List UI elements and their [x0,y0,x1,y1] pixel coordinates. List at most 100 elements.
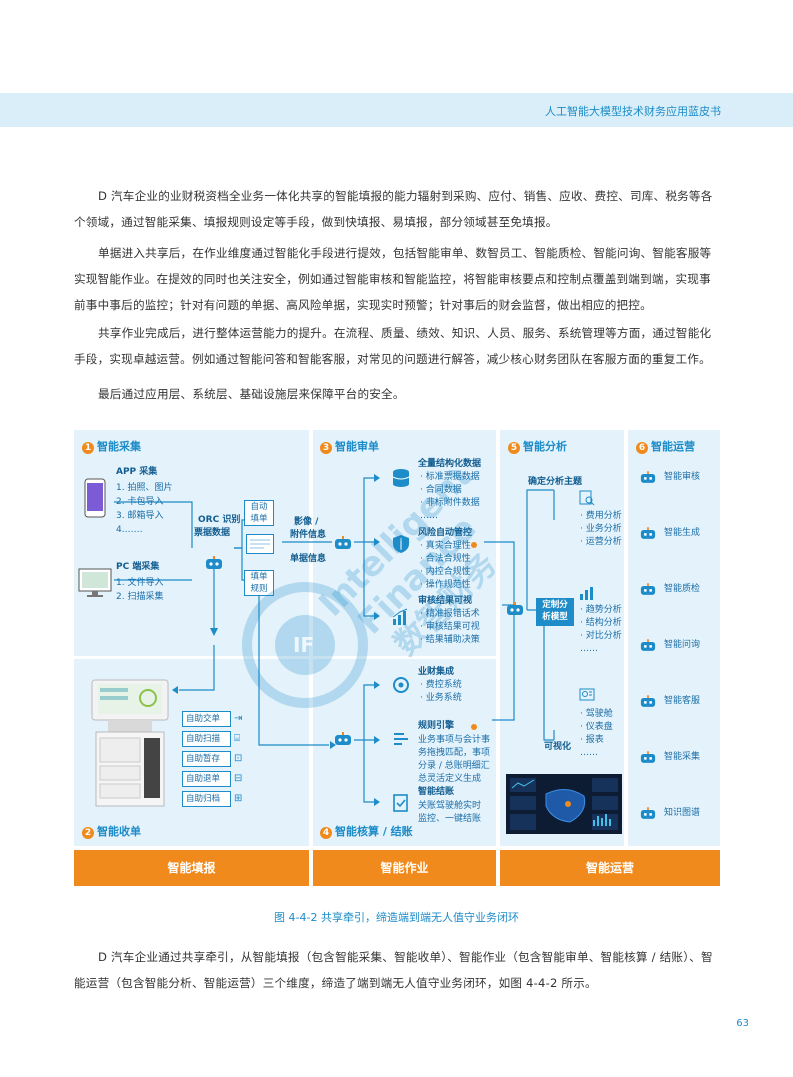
section-number: 4 [320,827,332,839]
closing-line-1: 关账驾驶舱实时 [418,801,482,811]
risk-item-3: · 内控合规性 [420,567,471,577]
integration-icon [393,677,409,693]
ops-label: 智能审核 [664,472,701,482]
closing-title: 智能结账 [418,787,455,797]
biz-item-1: · 费控系统 [420,680,462,690]
risk-item-2: · 合法合规性 [420,554,471,564]
monitor-icon [78,568,112,597]
fill-rule-box: 填单规则 [244,570,274,596]
section-title: 智能运营 [651,440,695,453]
app-title: APP 采集 [116,467,158,477]
image-info-1: 影像 / [294,517,319,527]
doc-info: 单据信息 [290,554,327,564]
ops-label: 智能客服 [664,696,701,706]
kiosk-button-1: 自助交单 [182,711,231,727]
risk-title: 风险自动管控 [418,528,473,538]
header-title: 人工智能大模型技术财务应用蓝皮书 [545,105,721,118]
bar-smart-work: 智能作业 [313,850,496,886]
dashboard-icon [579,688,595,701]
scan-icon: ⌸ [234,733,240,744]
section-title: 智能采集 [97,440,141,453]
biz-title: 业财集成 [418,667,455,677]
paragraph-3: 共享作业完成后，进行整体运营能力的提升。在流程、质量、绩效、知识、人员、服务、系… [74,326,712,366]
search-doc-icon [579,490,595,506]
robot-icon [640,695,656,707]
rule-engine-icon [394,733,408,745]
section-number: 6 [636,442,648,454]
section-title: 智能审单 [335,440,379,453]
kiosk-button-5: 自助归档 [182,791,231,807]
store-icon: ⊡ [234,753,243,764]
section-title: 智能分析 [523,440,567,453]
rule-engine-line-1: 业务事项与会计事 [418,735,491,745]
ops-label: 知识图谱 [664,808,701,818]
rule-engine-line-4: 总灵活定义生成 [418,774,482,784]
rule-engine-title: 规则引擎 [418,721,455,731]
structured-title: 全量结构化数据 [418,459,482,469]
closing-line-2: 监控、一键结账 [418,814,482,824]
visual-item-3: · 结果辅助决策 [420,635,480,645]
figure-caption: 图 4-4-2 共享牵引，缔造端到端无人值守业务闭环 [274,911,519,924]
viz-item-1: · 驾驶舱 [580,709,613,719]
bar-fill-report: 智能填报 [74,850,309,886]
robot-icon [335,536,351,549]
robot-icon [640,807,656,819]
trend-item-3: · 对比分析 [580,631,622,641]
theme-item-2: · 业务分析 [580,524,622,534]
robot-icon [640,527,656,539]
trend-item-2: · 结构分析 [580,618,622,628]
section-number: 3 [320,442,332,454]
section-number: 2 [82,827,94,839]
custom-model-box: 定制分析模型 [536,598,574,626]
viz-item-2: · 仪表盘 [580,722,613,732]
kiosk-machine [91,679,169,807]
trend-chart-icon [580,587,593,600]
box-line: 析模型 [542,612,568,622]
form-icon [246,534,274,554]
robot-icon [507,602,523,615]
robot-icon [640,471,656,483]
paragraph-1: D 汽车企业的业财税资档全业务一体化共享的智能填报的能力辐射到采购、应付、销售、… [74,189,713,229]
pc-item-1: 1. 文件导入 [116,578,164,588]
theme-item-1: · 费用分析 [580,511,622,521]
kiosk-button-2: 自助扫描 [182,731,231,747]
auto-fill-box: 自动填单 [244,500,274,526]
robot-icon [640,639,656,651]
risk-item-4: · 操作规范性 [420,580,471,590]
app-item-1: 1. 拍照、图片 [116,483,173,493]
trend-item-4: …… [580,644,598,654]
orc-line-1: ORC 识别 [198,515,241,525]
rule-engine-line-3: 分录 / 总账明细汇 [418,761,490,771]
archive-icon: ⊞ [234,793,243,804]
image-info-2: 附件信息 [290,530,327,540]
pc-item-2: 2. 扫描采集 [116,592,164,602]
rule-engine-line-2: 务拖拽匹配，事项 [418,748,491,758]
database-icon [392,469,410,487]
robot-icon [335,732,351,745]
paragraph-after-figure: D 汽车企业通过共享牵引，从智能填报（包含智能采集、智能收单）、智能作业（包含智… [74,950,713,990]
structured-item-1: · 标准票据数据 [420,472,480,482]
section-number: 1 [82,442,94,454]
bar-smart-ops: 智能运营 [500,850,720,886]
ops-label: 智能问询 [664,640,701,650]
closing-icon [393,794,408,812]
box-line: 规则 [250,584,268,594]
return-icon: ⊟ [234,773,243,784]
viz-title: 可视化 [544,742,572,752]
ops-list: 智能审核 智能生成 智能质检 智能问询 智能客服 智能采集 知识图谱 [640,470,720,850]
ops-label: 智能生成 [664,528,701,538]
page-header: 人工智能大模型技术财务应用蓝皮书 [0,93,793,127]
robot-icon [640,751,656,763]
structured-item-2: · 合同数据 [420,485,462,495]
theme-item-3: · 运营分析 [580,537,622,547]
box-line: 填单 [250,572,268,582]
dashboard-screenshot [506,774,622,834]
viz-item-3: · 报表 [580,735,604,745]
box-line: 定制分 [542,600,568,610]
biz-item-2: · 业务系统 [420,693,462,703]
structured-item-4: …… [420,511,438,521]
